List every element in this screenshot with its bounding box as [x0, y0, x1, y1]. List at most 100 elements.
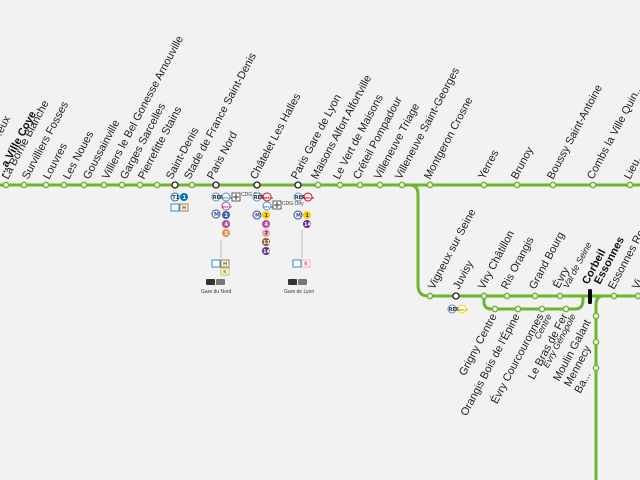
- station-dot-villeneuve-triage[interactable]: [376, 181, 384, 189]
- rer-e-label: RER E: [222, 205, 232, 209]
- station-dot-creteil-pompadour[interactable]: [356, 181, 364, 189]
- rer-icon-text-juvisy: RER: [449, 307, 460, 313]
- station-dot-lieusaint[interactable]: [626, 181, 634, 189]
- metro-14-icon-ch[interactable]: [262, 247, 270, 255]
- station-dot-juvisy[interactable]: [452, 292, 460, 300]
- rer-icon-juvisy[interactable]: [447, 304, 457, 314]
- station-dot-maisons-alfort[interactable]: [314, 181, 322, 189]
- station-dot-mennecy[interactable]: [592, 338, 600, 346]
- airport-plane-icon[interactable]: [231, 192, 241, 202]
- station-dot-saint-denis[interactable]: [171, 181, 179, 189]
- metro-icon-paris-nord[interactable]: [211, 209, 221, 219]
- rer-icon-text: RER: [213, 195, 224, 201]
- station-dot-boussy[interactable]: [549, 181, 557, 189]
- station-dot-ballancourt[interactable]: [592, 364, 600, 372]
- correspondence-paris-nord: RER RER B RER E CDG Orly M 2 4 5 H K Gar…: [201, 192, 263, 295]
- station-dot-viry-chatillon[interactable]: [480, 292, 488, 300]
- train-station-icon-gdn: [206, 279, 225, 285]
- metro-m-label-ch: M: [255, 213, 260, 219]
- rer-icon-chatelet[interactable]: [252, 192, 262, 202]
- metro-7-label-ch: 7: [265, 231, 269, 237]
- metro-icon-chatelet[interactable]: [252, 210, 262, 220]
- train-icon-gdl[interactable]: [292, 259, 302, 268]
- station-dot-grand-bourg[interactable]: [531, 292, 539, 300]
- rer-icon-paris-nord[interactable]: [211, 192, 221, 202]
- station-dot-brunoy[interactable]: [513, 181, 521, 189]
- station-dot-stade-de-france[interactable]: [188, 181, 196, 189]
- station-dot-survilliers[interactable]: [42, 181, 50, 189]
- station-dot-villiers-le-bel[interactable]: [118, 181, 126, 189]
- train-h-icon-sd[interactable]: [170, 203, 180, 212]
- station-dot-goussainville[interactable]: [100, 181, 108, 189]
- gare-du-nord-label: Gare du Nord: [201, 289, 232, 295]
- station-dot-la-borne-blanche[interactable]: [20, 181, 28, 189]
- rer-b-icon[interactable]: [221, 192, 231, 202]
- airport-plane-icon-ch[interactable]: [272, 200, 282, 210]
- station-dot-chatelet[interactable]: [253, 181, 261, 189]
- train-r-box-gdl[interactable]: [301, 259, 311, 268]
- station-dot-gare-de-lyon[interactable]: [294, 181, 302, 189]
- metro-7-icon-ch[interactable]: [262, 229, 270, 237]
- rer-b-icon-ch[interactable]: [262, 201, 272, 211]
- station-dot-evry-val-de-seine[interactable]: [556, 292, 564, 300]
- station-dot-villiers-coye[interactable]: [2, 181, 10, 189]
- metro-5-icon[interactable]: [222, 229, 230, 237]
- vigneux-branch-track: [408, 183, 640, 298]
- rer-c-label-juvisy: RER C: [458, 308, 469, 312]
- metro-m-label-gdl: M: [296, 213, 301, 219]
- rer-c-icon-juvisy[interactable]: [457, 304, 467, 314]
- tram-t1-label: T1: [172, 195, 179, 201]
- station-dot-montgeron[interactable]: [426, 181, 434, 189]
- station-dot-les-noues[interactable]: [80, 181, 88, 189]
- rer-icon-gdl[interactable]: [293, 192, 303, 202]
- terminus-corbeil-essonnes[interactable]: [588, 289, 592, 304]
- metro-1-icon-gdl[interactable]: [303, 211, 311, 219]
- tram-t1-line-icon[interactable]: [180, 193, 188, 201]
- station-dot-paris-nord[interactable]: [212, 181, 220, 189]
- metro-14-icon-gdl[interactable]: [303, 220, 311, 228]
- rer-icon-text-gdl: RER: [295, 195, 306, 201]
- grigny-loop-track: [482, 294, 585, 311]
- station-dot-combs-la-ville[interactable]: [589, 181, 597, 189]
- station-dot-vigneux[interactable]: [426, 292, 434, 300]
- train-k-label-pn: K: [223, 270, 228, 276]
- train-h-box-sd[interactable]: [179, 203, 189, 212]
- rer-a-icon-ch[interactable]: [262, 192, 272, 202]
- metro-4-icon-ch[interactable]: [262, 220, 270, 228]
- train-h-box-pn[interactable]: [220, 259, 230, 268]
- station-dot-garges-sarcelles[interactable]: [136, 181, 144, 189]
- train-k-box-pn[interactable]: [220, 267, 230, 276]
- metro-14-label-ch: 14: [263, 249, 270, 255]
- metro-1-label-gdl: 1: [306, 213, 310, 219]
- train-h-icon-pn[interactable]: [211, 259, 221, 268]
- station-dot-vert-de-maisons[interactable]: [336, 181, 344, 189]
- gare-de-lyon-label: Gare de Lyon: [284, 289, 314, 295]
- station-dot-orangis-bois[interactable]: [514, 305, 522, 313]
- station-dot-louvres[interactable]: [60, 181, 68, 189]
- station-label-villabe: Vi...: [630, 269, 640, 291]
- rer-e-icon[interactable]: [221, 201, 231, 211]
- metro-5-label: 5: [225, 231, 229, 237]
- tram-t1-icon[interactable]: [170, 192, 180, 202]
- metro-11-icon-ch[interactable]: [262, 238, 270, 246]
- station-dot-moulin-galant[interactable]: [592, 312, 600, 320]
- metro-icon-gdl[interactable]: [293, 210, 303, 220]
- rer-icon-text-ch: RER: [254, 195, 265, 201]
- metro-11-label-ch: 11: [263, 240, 270, 246]
- station-dot-le-bras-de-fer[interactable]: [562, 305, 570, 313]
- station-dot-villeneuve-st-georges[interactable]: [398, 181, 406, 189]
- metro-2-icon[interactable]: [222, 211, 230, 219]
- station-dot-evry-courcouronnes[interactable]: [538, 305, 546, 313]
- metro-m-label-pn: M: [214, 212, 219, 218]
- station-dot-yerres[interactable]: [480, 181, 488, 189]
- station-dot-grigny-centre[interactable]: [491, 305, 499, 313]
- rer-a-label-gdl: RER A: [304, 196, 315, 200]
- metro-1-icon-ch[interactable]: [262, 211, 270, 219]
- rer-a-icon-gdl[interactable]: [303, 192, 313, 202]
- rer-b-label-ch: RER B: [263, 205, 274, 209]
- station-dot-essonnes-robinson[interactable]: [610, 292, 618, 300]
- station-dot-ris-orangis[interactable]: [503, 292, 511, 300]
- station-dot-villabe[interactable]: [634, 292, 640, 300]
- metro-4-icon-pn[interactable]: [222, 220, 230, 228]
- station-dot-pierrefitte[interactable]: [153, 181, 161, 189]
